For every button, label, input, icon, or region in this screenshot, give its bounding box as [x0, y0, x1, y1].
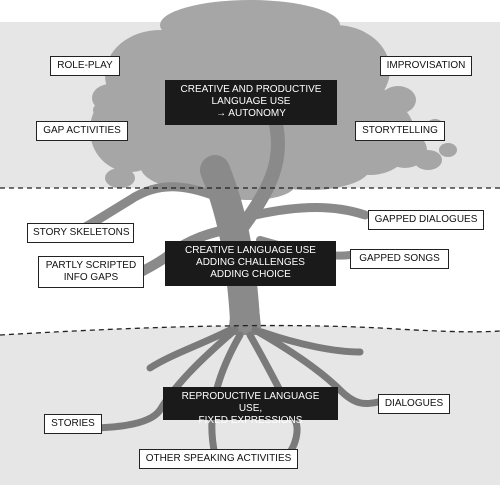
- bottom-tier-box: REPRODUCTIVE LANGUAGE USE, FIXED EXPRESS…: [163, 387, 338, 426]
- bottom-tier-line: REPRODUCTIVE LANGUAGE USE,: [181, 391, 320, 414]
- top-tier-box: CREATIVE AND PRODUCTIVE LANGUAGE USE → A…: [165, 80, 337, 125]
- label-role-play: ROLE-PLAY: [50, 56, 120, 76]
- tree-canopy: [90, 0, 457, 200]
- top-tier-line: LANGUAGE USE: [211, 96, 291, 107]
- label-storytelling: STORYTELLING: [355, 121, 445, 141]
- label-gapped-songs: GAPPED SONGS: [350, 249, 449, 269]
- lower-divider: [0, 324, 500, 336]
- label-story-skeletons: STORY SKELETONS: [27, 223, 134, 243]
- top-tier-line: CREATIVE AND PRODUCTIVE: [180, 84, 322, 95]
- middle-tier-box: CREATIVE LANGUAGE USE ADDING CHALLENGES …: [165, 241, 336, 286]
- middle-tier-line: CREATIVE LANGUAGE USE: [185, 245, 316, 256]
- middle-tier-line: ADDING CHALLENGES: [196, 257, 305, 268]
- bottom-tier-line: FIXED EXPRESSIONS: [198, 415, 303, 426]
- label-other-speaking-activities: OTHER SPEAKING ACTIVITIES: [139, 449, 298, 469]
- middle-tier-line: ADDING CHOICE: [210, 269, 291, 280]
- label-dialogues: DIALOGUES: [378, 394, 450, 414]
- label-stories: STORIES: [44, 414, 102, 434]
- label-gap-activities: GAP ACTIVITIES: [36, 121, 128, 141]
- top-tier-line: → AUTONOMY: [216, 108, 286, 119]
- label-gapped-dialogues: GAPPED DIALOGUES: [368, 210, 484, 230]
- label-improvisation: IMPROVISATION: [380, 56, 472, 76]
